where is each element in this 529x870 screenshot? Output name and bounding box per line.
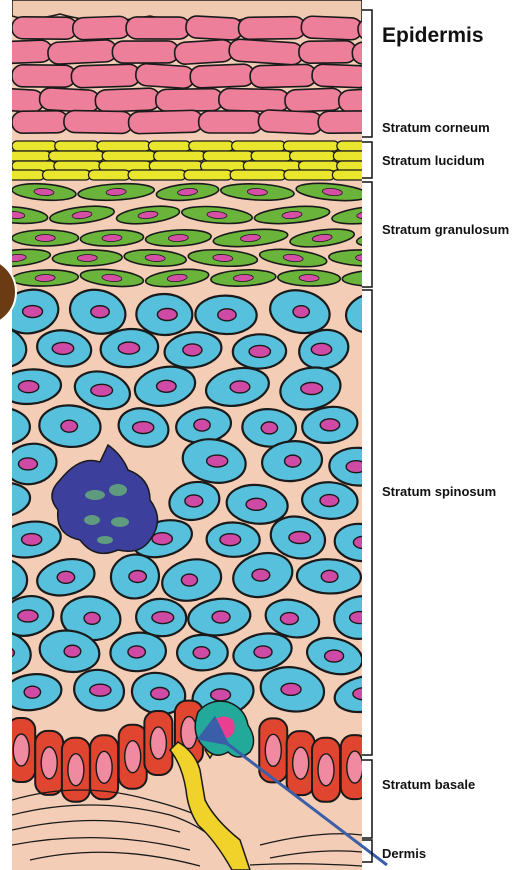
basale-cell bbox=[7, 718, 35, 782]
corneum-cell bbox=[174, 39, 234, 65]
lucidum-cell bbox=[332, 170, 380, 180]
label-dermis: Dermis bbox=[382, 846, 426, 861]
lucidum-cell bbox=[251, 151, 291, 161]
lucidum-cell bbox=[97, 141, 150, 151]
corneum-cell bbox=[128, 110, 203, 134]
lucidum-cell bbox=[284, 170, 335, 180]
lucidum-cell bbox=[88, 170, 130, 180]
corneum-cell bbox=[366, 64, 428, 87]
lucidum-cell bbox=[283, 141, 338, 151]
corneum-cell bbox=[72, 16, 130, 40]
corneum-cell bbox=[185, 16, 243, 41]
corneum-cell bbox=[12, 17, 77, 40]
corneum-cell bbox=[199, 111, 263, 133]
corneum-cell bbox=[12, 65, 76, 87]
basale-cell bbox=[287, 731, 315, 795]
label-stratum-lucidum: Stratum lucidum bbox=[382, 153, 485, 168]
stratum-corneum-cells bbox=[0, 15, 428, 134]
lucidum-cell bbox=[102, 151, 155, 161]
lucidum-cell bbox=[128, 170, 186, 180]
lucidum-cell bbox=[55, 141, 99, 151]
spinosum-cell bbox=[232, 334, 286, 369]
basale-cell bbox=[35, 731, 63, 795]
basale-cell bbox=[144, 711, 172, 775]
label-stratum-corneum: Stratum corneum bbox=[382, 120, 490, 135]
corneum-cell bbox=[156, 89, 223, 112]
corneum-cell bbox=[301, 16, 363, 40]
lucidum-cell bbox=[184, 170, 232, 180]
corneum-cell bbox=[285, 88, 344, 112]
corneum-cell bbox=[0, 87, 44, 112]
lucidum-cell bbox=[0, 170, 45, 180]
corneum-cell bbox=[135, 63, 195, 89]
stratum-lucidum-cells bbox=[0, 141, 394, 180]
granulosum-cell bbox=[12, 230, 79, 246]
spinosum-cell bbox=[177, 635, 228, 671]
lucidum-cell bbox=[232, 141, 286, 151]
lucidum-cell bbox=[12, 141, 57, 151]
lucidum-cell bbox=[0, 151, 51, 161]
label-stratum-basale: Stratum basale bbox=[382, 777, 475, 792]
corneum-cell bbox=[12, 111, 68, 134]
corneum-cell bbox=[126, 17, 190, 39]
corneum-cell bbox=[250, 64, 316, 88]
label-epidermis: Epidermis bbox=[382, 24, 484, 48]
corneum-cell bbox=[112, 41, 178, 63]
spinosum-cell bbox=[195, 295, 257, 335]
spinosum-cell bbox=[136, 293, 193, 335]
basale-cell bbox=[62, 738, 90, 802]
basale-cell bbox=[119, 725, 147, 789]
basale-cell bbox=[341, 735, 369, 799]
corneum-cell bbox=[190, 64, 255, 88]
corneum-cell bbox=[39, 87, 100, 112]
spinosum-cell bbox=[206, 522, 260, 558]
corneum-cell bbox=[95, 88, 160, 112]
lucidum-cell bbox=[203, 151, 253, 161]
corneum-cell bbox=[229, 39, 304, 66]
layer-brackets bbox=[362, 10, 372, 862]
corneum-cell bbox=[0, 40, 52, 64]
label-stratum-spinosum: Stratum spinosum bbox=[382, 484, 496, 499]
corneum-cell bbox=[258, 110, 323, 135]
corneum-cell bbox=[238, 17, 305, 40]
corneum-cell bbox=[312, 64, 371, 88]
lucidum-cell bbox=[49, 151, 104, 161]
corneum-cell bbox=[47, 39, 116, 64]
lucidum-cell bbox=[148, 141, 190, 151]
basale-cell bbox=[90, 735, 118, 799]
corneum-cell bbox=[219, 88, 290, 111]
lucidum-cell bbox=[333, 151, 379, 161]
lucidum-cell bbox=[290, 151, 336, 161]
lucidum-cell bbox=[230, 170, 286, 180]
lucidum-cell bbox=[189, 141, 234, 151]
corneum-cell bbox=[71, 64, 140, 88]
corneum-cell bbox=[64, 110, 133, 133]
label-stratum-granulosum: Stratum granulosum bbox=[382, 222, 509, 237]
lucidum-cell bbox=[43, 170, 91, 180]
corneum-cell bbox=[299, 41, 357, 63]
lucidum-cell bbox=[154, 151, 206, 161]
basale-cell bbox=[312, 738, 340, 802]
spinosum-cell bbox=[135, 598, 187, 637]
corneum-cell bbox=[338, 87, 403, 113]
